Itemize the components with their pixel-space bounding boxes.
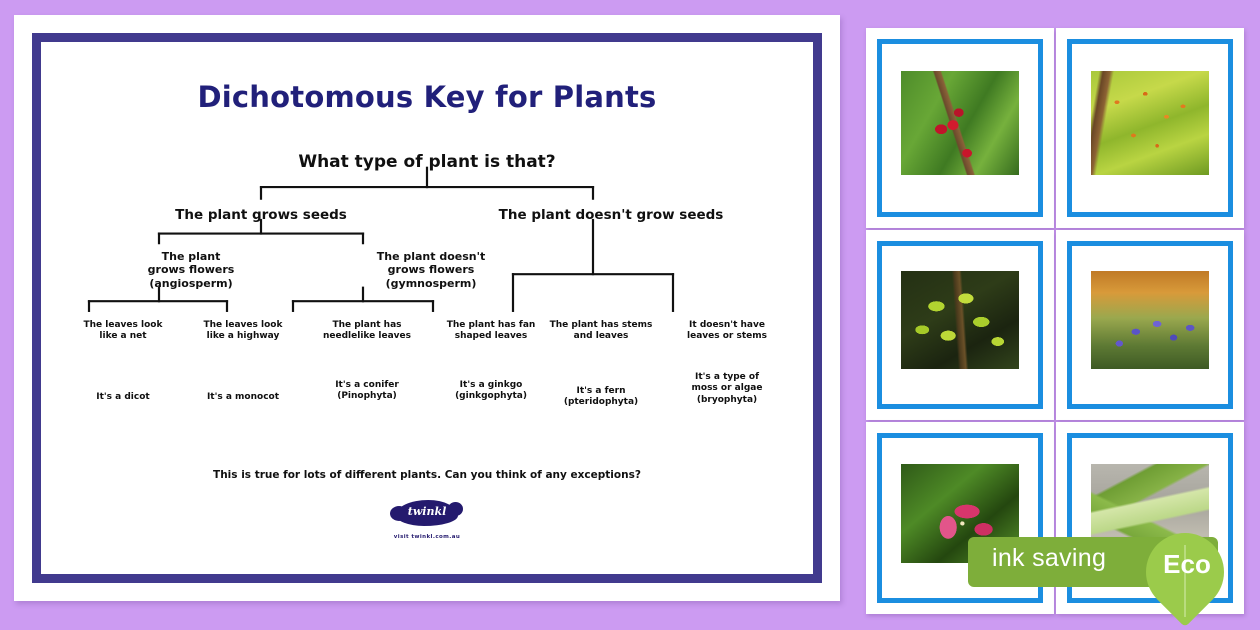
poster-content-area: Dichotomous Key for Plants What type of … xyxy=(41,42,813,574)
ink-saving-label: ink saving xyxy=(992,544,1107,572)
ginkgo-leaves-photo xyxy=(900,271,1020,370)
eco-label: Eco xyxy=(1163,549,1211,579)
result-dicot: It's a dicot xyxy=(96,392,150,402)
blue-flowers-photo xyxy=(1090,271,1210,370)
conifer-shrub-photo xyxy=(1090,70,1210,176)
conifer-shrub-card[interactable] xyxy=(1056,28,1244,228)
card-border xyxy=(1067,241,1233,409)
card-border xyxy=(877,241,1043,409)
poster-footnote: This is true for lots of different plant… xyxy=(213,469,641,481)
twinkl-url: visit twinkl.com.au xyxy=(393,534,461,540)
twinkl-logo-icon: twinkl xyxy=(390,500,463,526)
blue-flowers-card[interactable] xyxy=(1056,230,1244,420)
branch-label-no-seeds: The plant doesn't grow seeds xyxy=(498,207,724,223)
result-fern: It's a fern(pteridophyta) xyxy=(563,386,639,408)
twinkl-logo: twinkl visit twinkl.com.au xyxy=(41,500,813,540)
result-monocot: It's a monocot xyxy=(206,392,280,402)
ginkgo-leaves-card[interactable] xyxy=(866,230,1054,420)
result-ginkgo: It's a ginkgo(ginkgophyta) xyxy=(455,380,527,402)
root-question: What type of plant is that? xyxy=(298,152,556,172)
card-border xyxy=(1067,39,1233,217)
thumbnail-strip xyxy=(862,18,1248,614)
branch-label-grows-seeds: The plant grows seeds xyxy=(175,207,347,223)
ink-saving-eco-badge: ink saving Eco xyxy=(968,516,1260,628)
card-border xyxy=(877,39,1043,217)
page-title: Dichotomous Key for Plants xyxy=(197,80,657,114)
result-conifer: It's a conifer(Pinophyta) xyxy=(335,380,399,402)
leaf-vein xyxy=(1184,545,1186,617)
poster-page[interactable]: Dichotomous Key for Plants What type of … xyxy=(14,15,840,601)
tree-connector-lines xyxy=(87,166,675,312)
cherry-branch-card[interactable] xyxy=(866,28,1054,228)
cherry-branch-photo xyxy=(900,70,1020,176)
twinkl-wordmark: twinkl xyxy=(407,505,447,518)
poster-border-frame: Dichotomous Key for Plants What type of … xyxy=(32,33,822,583)
